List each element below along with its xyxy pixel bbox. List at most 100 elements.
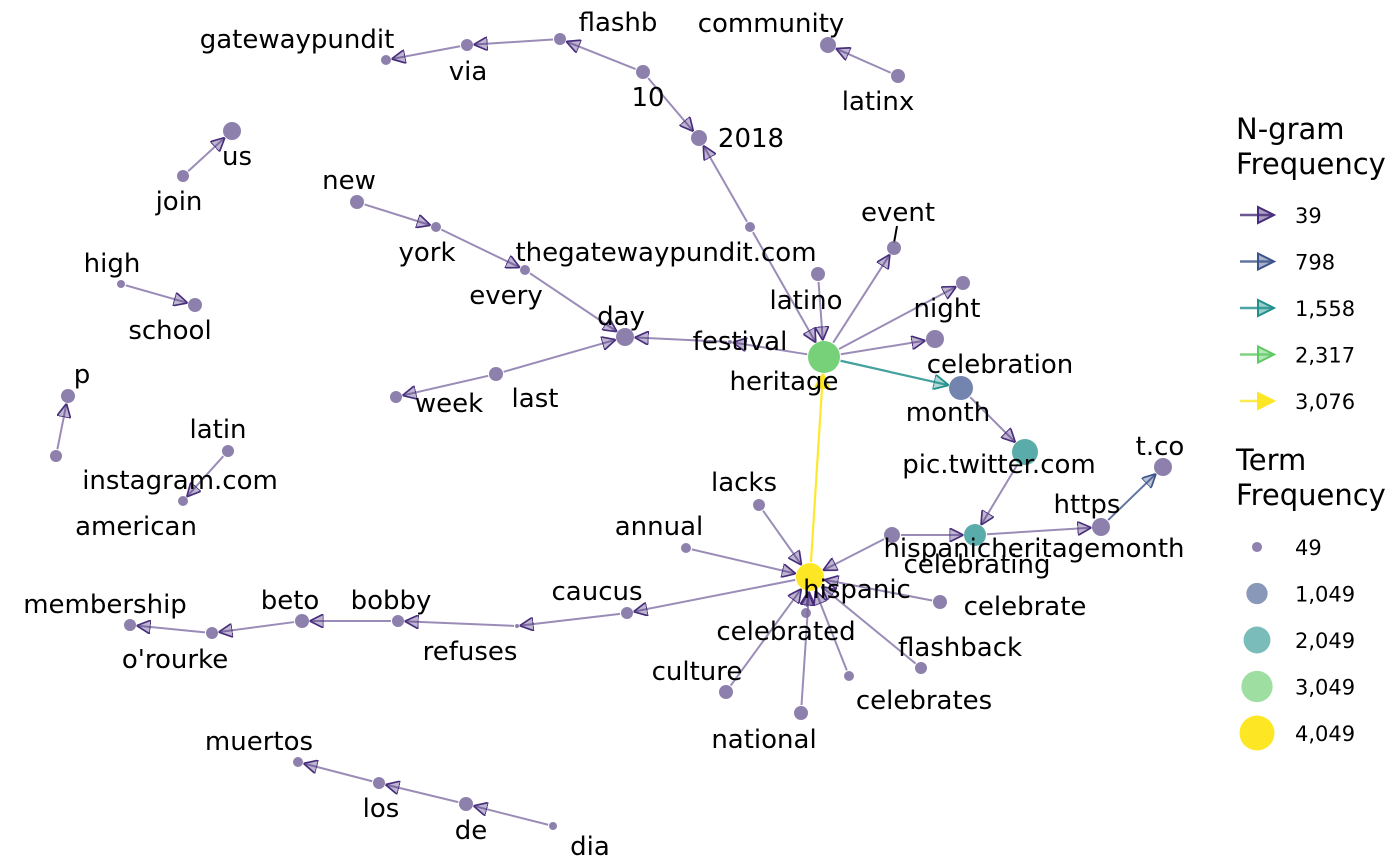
edge-latinx-to-community [837,49,892,74]
edge-via-to-gatewaypundit [393,45,461,58]
node-label-celebration: celebration [927,350,1073,380]
legend-ngram-label-3: 2,317 [1295,344,1355,368]
edge-american-to-p [56,405,66,450]
node-festival [728,340,732,344]
node-label-celebrate: celebrate [964,592,1087,622]
node-label-https: https [1054,490,1121,520]
node-muertos [293,757,303,767]
edge-de-to-los [387,785,459,804]
event-label-leader-line [893,225,898,244]
node-label-flashback: flashback [898,633,1022,663]
edge-every-to-day [529,272,616,331]
node-thegatewaypundit-com [745,222,755,232]
node-label-week: week [415,389,483,419]
legend-term-label-4: 4,049 [1295,722,1355,746]
node-label-latin: latin [189,415,246,445]
node-label-festival: festival [693,327,788,357]
node-annual [681,543,691,553]
edge-refuses-to-bobby [406,621,515,626]
node-label-pic-twitter-com: pic.twitter.com [902,450,1095,480]
node-latino [811,267,825,281]
node-label-dia: dia [570,832,610,862]
edge-heritage-to-celebration [840,341,924,356]
node-label-celebrates: celebrates [856,686,992,716]
node-label-every: every [469,281,542,311]
node-10 [636,65,650,79]
node-label-thegatewaypundit-com: thegatewaypundit.com [515,238,816,268]
node-label-gatewaypundit: gatewaypundit [200,25,395,55]
edge-flashback-to-hispanic [822,587,917,665]
node-flashb [554,33,566,45]
node-label-lacks: lacks [711,468,777,498]
node-https [1092,518,1110,536]
node-2018 [691,130,707,146]
node-york [431,222,441,232]
node-label-last: last [512,384,559,414]
node-label-hispanicheritagemonth: hispanicheritagemonth [883,534,1184,564]
edge-hispanic-to-heritage [809,375,823,563]
nodes-layer [50,33,1172,830]
node-label-day: day [597,302,645,332]
node-label-event: event [861,198,935,228]
labels-layer: gatewaypunditviaflashb102018communitylat… [23,8,1184,862]
node-label-community: community [698,9,845,39]
node-latin [222,445,234,457]
legend-ngram-label-1: 798 [1295,251,1335,275]
edge-last-to-week [404,374,489,395]
node-label-annual: annual [615,512,704,542]
node-label-join: join [155,187,203,217]
node-heritage [808,341,840,373]
node-celebrate [933,595,947,609]
node-label-york: york [398,238,455,268]
node-label-flashb: flashb [579,8,658,38]
legend-ngram-arrow-icon-3 [1257,344,1277,365]
node-school [188,298,202,312]
node-o-rourke [206,627,218,639]
node-label-los: los [363,794,400,824]
node-t-co [1154,458,1172,476]
node-label-2018: 2018 [718,124,784,154]
edge-hispanic-to-caucus [635,578,796,612]
edge-month-to-pic.twitter.com [969,396,1014,441]
edge-latin-to-instagram.com [188,455,225,496]
edge-10-to-2018 [647,77,692,130]
legend-term-label-1: 1,049 [1295,583,1355,607]
edge-thegatewaypundit.com-to-2018 [704,147,748,223]
edge-caucus-to-refuses [521,612,621,626]
legend-term-title-line1: Term [1235,443,1306,477]
node-label-instagram-com: instagram.com [82,466,278,496]
node-label-refuses: refuses [423,637,518,667]
edge-high-to-school [125,284,187,302]
edges-layer [56,39,1155,826]
edge-heritage-to-month [840,359,948,385]
legend-ngram-title-line2: Frequency [1236,147,1386,181]
edge-festival-to-day [636,338,728,342]
legend-term-swatch-4 [1239,715,1275,751]
node-us [223,122,241,140]
node-last [489,367,503,381]
node-american [50,450,62,462]
edge-celebrating-to-https [986,528,1090,535]
node-label-hispanic: hispanic [803,575,911,605]
node-label-culture: culture [652,657,743,687]
node-label-latino: latino [770,286,843,316]
legend-term-swatch-2 [1243,626,1271,654]
edge-hispanicheritagemonth-to-hispanic [824,538,885,570]
legend-ngram-arrow-icon-2 [1257,298,1277,318]
node-community [820,37,836,53]
edge-new-to-york [364,203,430,224]
legend-term-swatch-0 [1251,541,1263,553]
legend-ngram-arrow-icon-0 [1257,205,1277,225]
node-label-month: month [906,398,990,428]
node-label-high: high [84,249,141,279]
node-hispanic [796,563,824,591]
edge-latino-to-heritage [819,281,823,339]
edge-thegatewaypundit.com-to-heritage [752,231,815,341]
node-new [350,195,364,209]
node-via [461,39,473,51]
node-join [177,170,189,182]
node-bobby [392,615,404,627]
node-label-school: school [128,316,211,346]
